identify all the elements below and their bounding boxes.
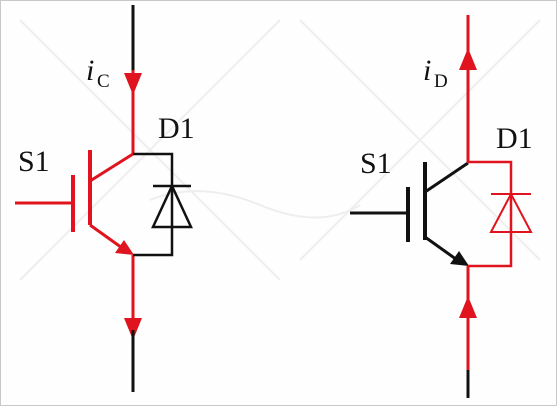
left-diode-label: D1 — [158, 112, 195, 145]
right-diode-triangle — [489, 191, 533, 233]
left-current-arrow-top — [124, 73, 142, 95]
right-current-arrow-top — [459, 48, 477, 70]
left-circuit: S1 D1 i C — [15, 5, 195, 392]
right-current-arrow-bottom — [459, 296, 477, 318]
right-collector-diag — [424, 161, 469, 194]
right-current-symbol: i — [423, 54, 431, 87]
left-current-arrow-bottom — [124, 318, 142, 340]
right-circuit: S1 D1 i D — [350, 15, 533, 398]
right-diode-branch — [468, 160, 513, 268]
left-diode-triangle — [151, 183, 193, 229]
left-diode-branch — [133, 152, 174, 257]
right-diode-label: D1 — [496, 122, 533, 155]
left-switch-label: S1 — [18, 145, 50, 178]
left-collector-diag — [89, 152, 134, 183]
right-switch-label: S1 — [360, 147, 392, 180]
left-emitter-diag — [89, 223, 126, 252]
left-current-subscript: C — [97, 71, 110, 92]
right-current-subscript: D — [434, 71, 448, 92]
left-current-symbol: i — [86, 54, 94, 87]
right-emitter-arrow — [450, 251, 469, 266]
left-emitter-arrow — [115, 240, 134, 255]
right-emitter-diag — [424, 235, 461, 264]
background-watermark — [19, 19, 541, 281]
